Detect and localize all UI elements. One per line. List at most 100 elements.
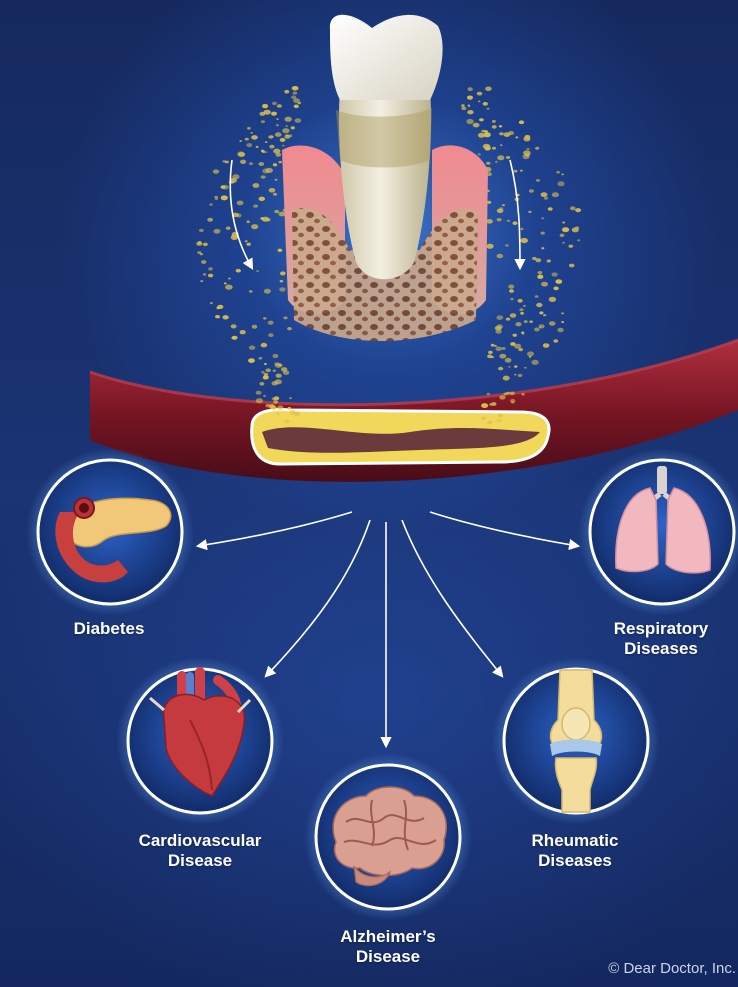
bacterium <box>263 376 268 380</box>
bacterium <box>522 154 529 159</box>
bacterium <box>515 322 521 326</box>
bacterium <box>520 170 523 172</box>
copyright-notice: © Dear Doctor, Inc. <box>608 960 736 977</box>
bacterium <box>291 126 295 129</box>
bacterium <box>492 120 496 123</box>
bacterium <box>273 193 277 196</box>
bacterium <box>221 185 226 189</box>
diabetes-label-line1: Diabetes <box>36 619 182 639</box>
bacterium <box>549 297 556 302</box>
bacterium <box>215 198 218 200</box>
bacterium <box>541 282 548 287</box>
bacterium <box>543 314 546 316</box>
bacterium <box>562 242 565 244</box>
bacterium <box>526 148 529 150</box>
bacterium <box>200 280 203 282</box>
flow-arrow-right <box>510 160 520 268</box>
bacterium <box>541 192 548 197</box>
bacterium <box>507 220 510 222</box>
bacterium <box>237 201 244 206</box>
bacterium <box>553 339 558 342</box>
bacterium <box>284 90 289 94</box>
bacterium <box>562 227 569 232</box>
bacterium <box>577 239 580 241</box>
bacterium <box>499 125 502 127</box>
bacterium <box>561 321 564 323</box>
bacterium <box>500 144 503 146</box>
bacterium <box>524 320 528 323</box>
bacterium <box>536 303 542 307</box>
bacterium <box>265 404 270 408</box>
rheumatic-label-line1: Rheumatic <box>500 831 650 851</box>
bacterium <box>264 373 269 376</box>
bacterium <box>513 334 517 337</box>
bacterium <box>273 400 278 403</box>
bacterium <box>497 209 504 214</box>
bacterium <box>466 119 473 124</box>
rheumatic-label: Rheumatic Diseases <box>500 831 650 871</box>
bacterium <box>289 397 292 399</box>
bacterium <box>276 118 278 120</box>
bacterium <box>527 351 534 356</box>
bacterium <box>285 135 291 139</box>
bacterium <box>529 189 534 192</box>
bacterium <box>536 179 540 182</box>
bacterium <box>265 151 268 153</box>
bacterium <box>503 132 510 137</box>
bacterium <box>288 407 292 410</box>
bacterium <box>508 366 510 368</box>
bacterium <box>291 413 295 416</box>
bacterium <box>277 405 283 410</box>
bacterium <box>246 220 250 223</box>
bacterium <box>251 135 258 140</box>
bacterium <box>213 169 219 173</box>
bacterium <box>478 153 481 155</box>
bacterium <box>275 132 282 137</box>
bacterium <box>514 374 517 376</box>
bacterium <box>543 343 550 348</box>
bacterium <box>519 308 523 311</box>
bacterium <box>552 192 559 197</box>
bacterium <box>570 206 576 210</box>
respiratory-circle <box>578 448 738 616</box>
bacterium <box>261 371 265 374</box>
respiratory-label: Respiratory Diseases <box>584 619 738 659</box>
bacterium <box>221 195 228 200</box>
bacterium <box>276 412 280 415</box>
bacterium <box>272 354 278 358</box>
bacterium <box>248 358 255 363</box>
bacterium <box>214 229 221 234</box>
bacterium <box>468 105 471 107</box>
bacterium <box>481 403 488 408</box>
rheumatic-circle <box>492 657 660 825</box>
bacterium <box>486 244 493 249</box>
bacterium <box>282 145 285 147</box>
bacterium <box>499 354 506 359</box>
bacterium <box>201 260 206 264</box>
bacterium <box>461 104 465 107</box>
bacterium <box>485 87 492 92</box>
bacterium <box>544 197 548 200</box>
cardiovascular-label-line2: Disease <box>112 851 288 871</box>
diabetes-label: Diabetes <box>36 619 182 639</box>
bacterium <box>292 86 299 91</box>
bacterium <box>272 397 277 400</box>
bacterium <box>263 317 267 319</box>
arrow-to-respiratory <box>430 512 578 546</box>
bacterium <box>279 287 285 291</box>
bacterium <box>547 260 551 263</box>
bacterium <box>256 391 262 395</box>
tooth-illustration <box>282 15 488 341</box>
bacterium <box>518 348 523 351</box>
bacterium <box>225 285 233 290</box>
bacterium <box>510 298 513 300</box>
bacterium <box>208 274 213 278</box>
bacterium <box>262 169 269 174</box>
bacterium <box>539 311 543 314</box>
bacterium <box>274 362 279 366</box>
bacterium <box>286 125 288 127</box>
alzheimers-circle <box>304 753 472 921</box>
bacterium <box>496 419 502 423</box>
bacterium <box>523 305 525 307</box>
